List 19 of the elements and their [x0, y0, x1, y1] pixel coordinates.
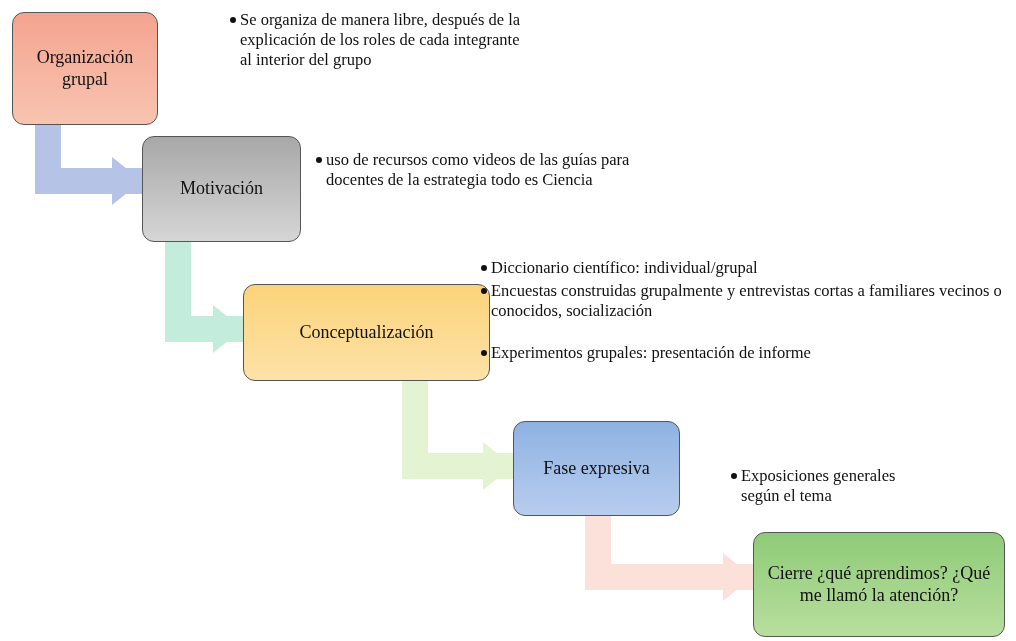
box-label: Motivación [180, 178, 263, 200]
bullet-text: Experimentos grupales: presentación de informe [491, 343, 811, 363]
bullet-text: Encuestas construidas grupalmente y entrevistas cortas a familiares vecinos o conocidos, socialización [491, 281, 1003, 321]
process-box [142, 136, 301, 242]
process-box [753, 532, 1005, 637]
box-label: Fase expresiva [543, 457, 650, 480]
box-label: Conceptualización [299, 321, 434, 344]
bullet-text: Diccionario científico: individual/grupal [491, 258, 758, 278]
box-label: Cierre ¿qué aprendimos? ¿Qué me llamó la atención? [766, 562, 992, 607]
bullet-text: Se organiza de manera libre, después de la explicación de los roles de cada integrante al interior del grupo [240, 10, 522, 70]
bent-arrow [402, 381, 513, 490]
bullet-text: uso de recursos como videos de las guías para docentes de la estrategia todo es Ciencia [326, 150, 631, 190]
bullet-text: Exposiciones generales según el tema [741, 466, 897, 506]
process-box [513, 421, 680, 516]
box-label: Organización grupal [35, 46, 135, 91]
process-box [243, 284, 490, 381]
bent-arrow [35, 125, 142, 205]
process-box [12, 12, 158, 125]
bent-arrow [585, 516, 753, 601]
